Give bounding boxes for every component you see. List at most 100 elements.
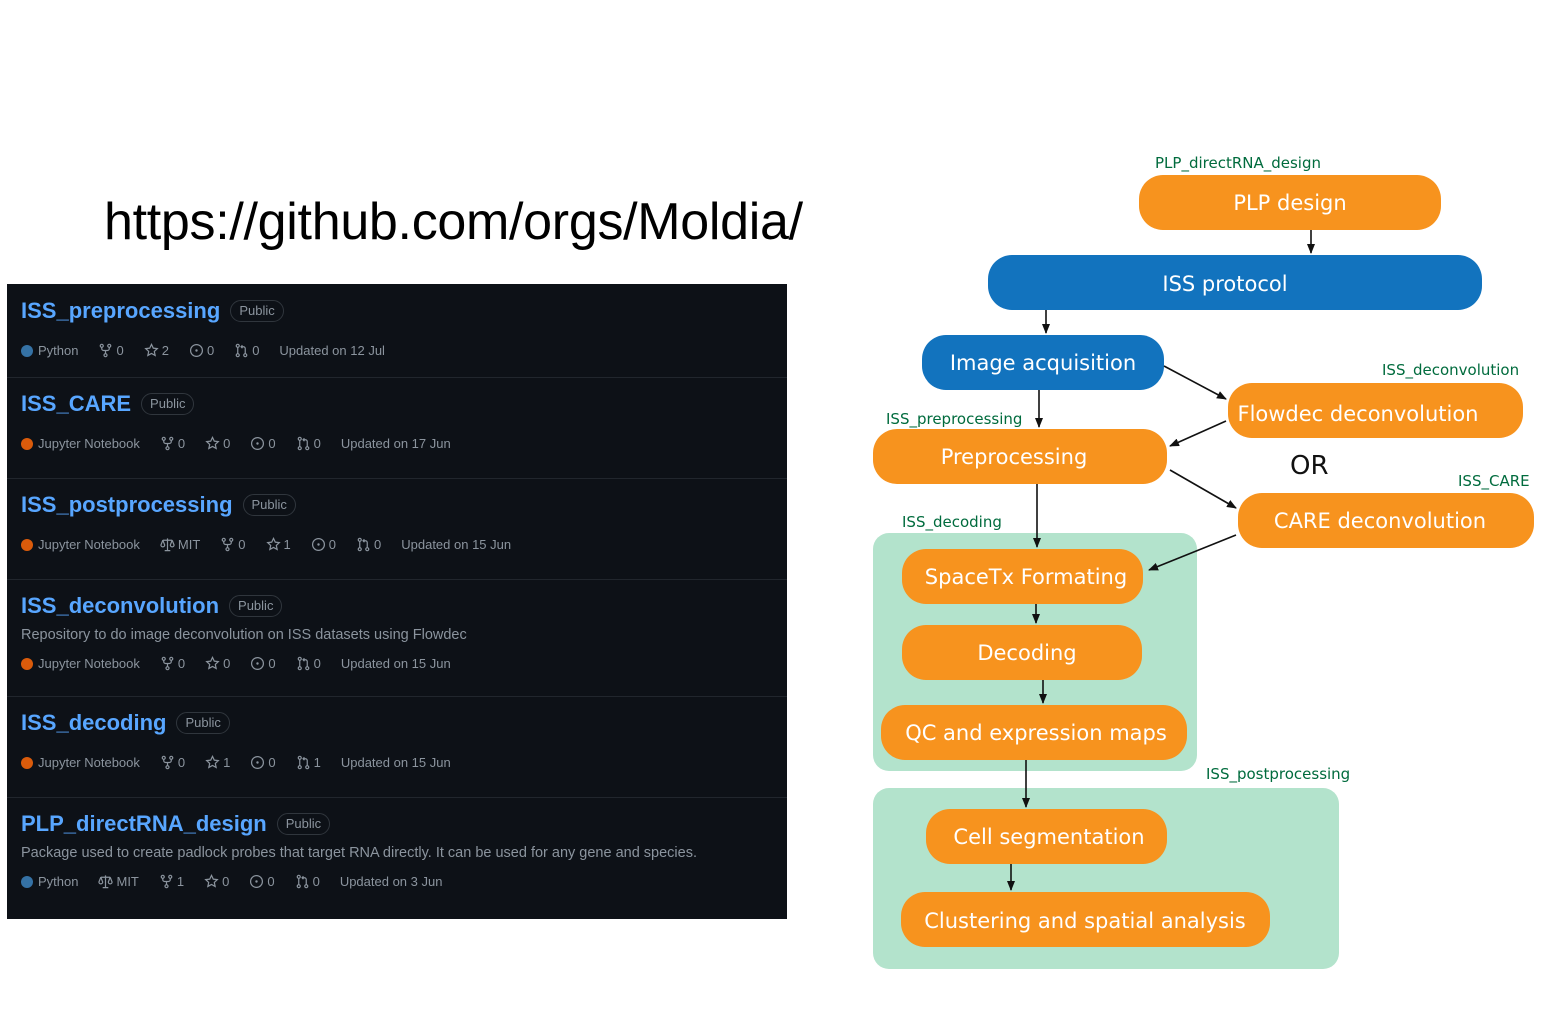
repo-language: Jupyter Notebook bbox=[21, 537, 140, 552]
repo-language: Python bbox=[21, 343, 78, 358]
issue-icon bbox=[250, 656, 265, 671]
svg-text:Preprocessing: Preprocessing bbox=[941, 445, 1088, 469]
svg-text:SpaceTx Formating: SpaceTx Formating bbox=[925, 565, 1127, 589]
repo-stars[interactable]: 0 bbox=[205, 656, 230, 671]
language-color-dot bbox=[21, 875, 33, 888]
repo-stars[interactable]: 2 bbox=[144, 343, 169, 358]
star-icon bbox=[265, 537, 281, 552]
repo-updated: Updated on 15 Jun bbox=[401, 537, 512, 552]
stars-count: 0 bbox=[222, 874, 230, 889]
repo-stars[interactable]: 1 bbox=[265, 537, 291, 552]
repo-name-link[interactable]: PLP_directRNA_design bbox=[21, 811, 267, 836]
step-qc-expression-maps: QC and expression maps bbox=[881, 705, 1187, 760]
repo-stars[interactable]: 0 bbox=[204, 874, 229, 889]
step-spacetx-formating: SpaceTx Formating bbox=[902, 549, 1143, 604]
svg-text:Clustering and spatial analysi: Clustering and spatial analysis bbox=[924, 909, 1245, 933]
repo-issues[interactable]: 0 bbox=[249, 874, 275, 889]
step-preprocessing: Preprocessing bbox=[873, 429, 1167, 484]
tag-iss-care: ISS_CARE bbox=[1458, 472, 1530, 491]
stars-count: 1 bbox=[223, 755, 231, 770]
step-cell-segmentation: Cell segmentation bbox=[926, 809, 1167, 864]
repo-updated: Updated on 15 Jun bbox=[340, 656, 451, 671]
repo-pulls[interactable]: 0 bbox=[296, 656, 321, 671]
svg-text:ISS protocol: ISS protocol bbox=[1162, 272, 1287, 296]
repo-language: Jupyter Notebook bbox=[21, 436, 140, 451]
repo-name-link[interactable]: ISS_postprocessing bbox=[21, 492, 233, 517]
step-iss-protocol: ISS protocol bbox=[988, 255, 1482, 310]
repo-pulls[interactable]: 0 bbox=[356, 537, 381, 552]
repo-meta: Jupyter Notebook MIT 0 1 0 0 Updated on 15 Jun bbox=[21, 537, 531, 552]
svg-text:PLP design: PLP design bbox=[1233, 191, 1346, 215]
repo-meta: Jupyter Notebook 0 0 0 0 Updated on 15 Jun bbox=[21, 656, 471, 671]
repo-language: Python bbox=[21, 874, 78, 889]
tag-iss-preprocessing: ISS_preprocessing bbox=[886, 410, 1022, 429]
issue-icon bbox=[249, 874, 264, 889]
forks-count: 1 bbox=[176, 874, 185, 889]
language-color-dot bbox=[21, 538, 33, 551]
repo-name-link[interactable]: ISS_deconvolution bbox=[21, 593, 220, 618]
repo-forks[interactable]: 0 bbox=[160, 436, 185, 451]
license-label: MIT bbox=[116, 874, 139, 889]
step-flowdec-deconvolution: Flowdec deconvolution bbox=[1228, 383, 1523, 438]
repo-issues[interactable]: 0 bbox=[311, 537, 336, 552]
repo-description: Package used to create padlock probes th… bbox=[21, 845, 697, 861]
repo-issues[interactable]: 0 bbox=[250, 656, 276, 671]
forks-count: 0 bbox=[238, 537, 246, 552]
repo-pulls[interactable]: 0 bbox=[295, 874, 320, 889]
issues-count: 0 bbox=[206, 343, 215, 358]
repo-name-link[interactable]: ISS_decoding bbox=[21, 710, 167, 735]
repo-forks[interactable]: 0 bbox=[98, 343, 124, 358]
pulls-count: 0 bbox=[374, 537, 382, 552]
stars-count: 2 bbox=[161, 343, 169, 358]
repo-language: Jupyter Notebook bbox=[21, 656, 140, 671]
law-icon bbox=[160, 537, 175, 552]
language-label: Jupyter Notebook bbox=[38, 436, 140, 451]
repo-license[interactable]: MIT bbox=[160, 537, 200, 552]
fork-icon bbox=[160, 755, 175, 770]
fork-icon bbox=[160, 436, 175, 451]
repo-name-link[interactable]: ISS_preprocessing bbox=[21, 298, 221, 323]
language-label: Python bbox=[38, 874, 79, 889]
repo-pulls[interactable]: 0 bbox=[296, 436, 321, 451]
repo-forks[interactable]: 0 bbox=[160, 656, 185, 671]
repo-issues[interactable]: 0 bbox=[189, 343, 214, 358]
language-label: Jupyter Notebook bbox=[38, 755, 140, 770]
repo-issues[interactable]: 0 bbox=[250, 755, 276, 770]
fork-icon bbox=[98, 343, 113, 358]
repo-name-link[interactable]: ISS_CARE bbox=[21, 391, 132, 416]
license-label: MIT bbox=[177, 537, 201, 552]
svg-text:QC and expression maps: QC and expression maps bbox=[905, 721, 1167, 745]
repo-stars[interactable]: 1 bbox=[205, 755, 230, 770]
pull-request-icon bbox=[234, 343, 249, 358]
repo-issues[interactable]: 0 bbox=[250, 436, 276, 451]
repo-pulls[interactable]: 0 bbox=[234, 343, 259, 358]
issue-icon bbox=[189, 343, 204, 358]
star-icon bbox=[144, 343, 159, 358]
issue-icon bbox=[250, 436, 265, 451]
svg-text:Cell segmentation: Cell segmentation bbox=[953, 825, 1144, 849]
issues-count: 0 bbox=[268, 755, 276, 770]
repo-updated: Updated on 15 Jun bbox=[340, 755, 451, 770]
svg-text:Image acquisition: Image acquisition bbox=[950, 351, 1136, 375]
repo-forks[interactable]: 0 bbox=[220, 537, 246, 552]
arrow-preprocessing-to-care bbox=[1169, 469, 1237, 509]
repo-forks[interactable]: 0 bbox=[160, 755, 185, 770]
pull-request-icon bbox=[356, 537, 371, 552]
repo-license[interactable]: MIT bbox=[98, 874, 139, 889]
repo-pulls[interactable]: 1 bbox=[296, 755, 321, 770]
step-decoding: Decoding bbox=[902, 625, 1142, 680]
language-color-dot bbox=[21, 657, 33, 670]
issue-icon bbox=[311, 537, 326, 552]
visibility-badge: Public bbox=[242, 494, 296, 516]
repo-forks[interactable]: 1 bbox=[159, 874, 184, 889]
star-icon bbox=[205, 755, 220, 770]
repo-stars[interactable]: 0 bbox=[205, 436, 230, 451]
language-color-dot bbox=[21, 344, 33, 357]
language-label: Python bbox=[38, 343, 79, 358]
repo-language: Jupyter Notebook bbox=[21, 755, 140, 770]
